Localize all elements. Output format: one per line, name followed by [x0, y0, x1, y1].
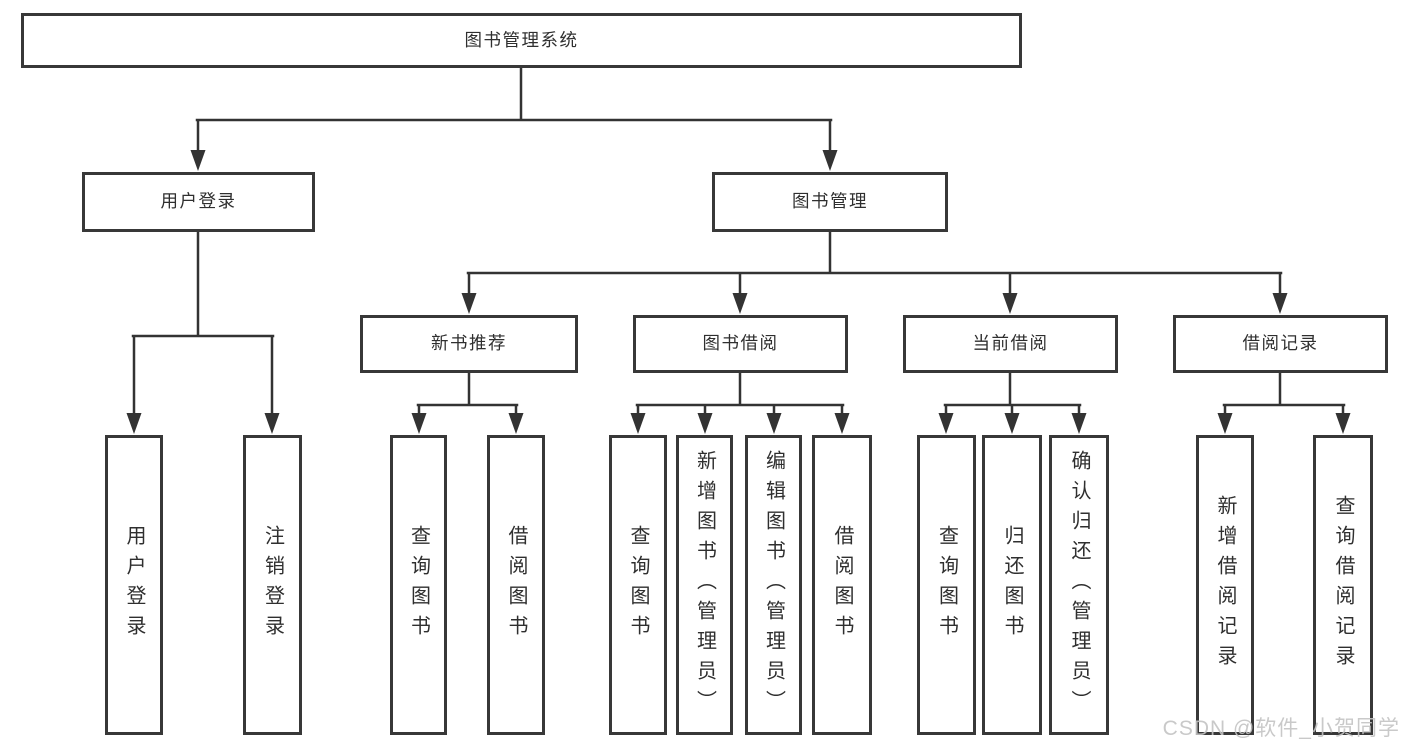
csdn-watermark: CSDN @软件_小贺同学 [1162, 717, 1400, 740]
leaf-query-books-current: 查询图书 [917, 435, 976, 735]
leaf-add-book-admin: 新增图书（管理员） [676, 435, 733, 735]
leaf-user-login: 用户登录 [105, 435, 163, 735]
leaf-query-books-recommend: 查询图书 [390, 435, 447, 735]
node-book-borrowing: 图书借阅 [633, 315, 848, 373]
node-new-book-recommend: 新书推荐 [360, 315, 578, 373]
node-user-login: 用户登录 [82, 172, 315, 232]
node-current-borrowing: 当前借阅 [903, 315, 1118, 373]
leaf-logout: 注销登录 [243, 435, 302, 735]
leaf-return-book: 归还图书 [982, 435, 1042, 735]
leaf-query-books-borrowing: 查询图书 [609, 435, 667, 735]
leaf-edit-book-admin: 编辑图书（管理员） [745, 435, 802, 735]
node-book-management: 图书管理 [712, 172, 948, 232]
node-borrow-records: 借阅记录 [1173, 315, 1388, 373]
leaf-query-borrow-record: 查询借阅记录 [1313, 435, 1373, 735]
leaf-borrow-books-recommend: 借阅图书 [487, 435, 545, 735]
leaf-add-borrow-record: 新增借阅记录 [1196, 435, 1254, 735]
leaf-borrow-books-borrowing: 借阅图书 [812, 435, 872, 735]
node-library-management-system: 图书管理系统 [21, 13, 1022, 68]
leaf-confirm-return-admin: 确认归还（管理员） [1049, 435, 1109, 735]
